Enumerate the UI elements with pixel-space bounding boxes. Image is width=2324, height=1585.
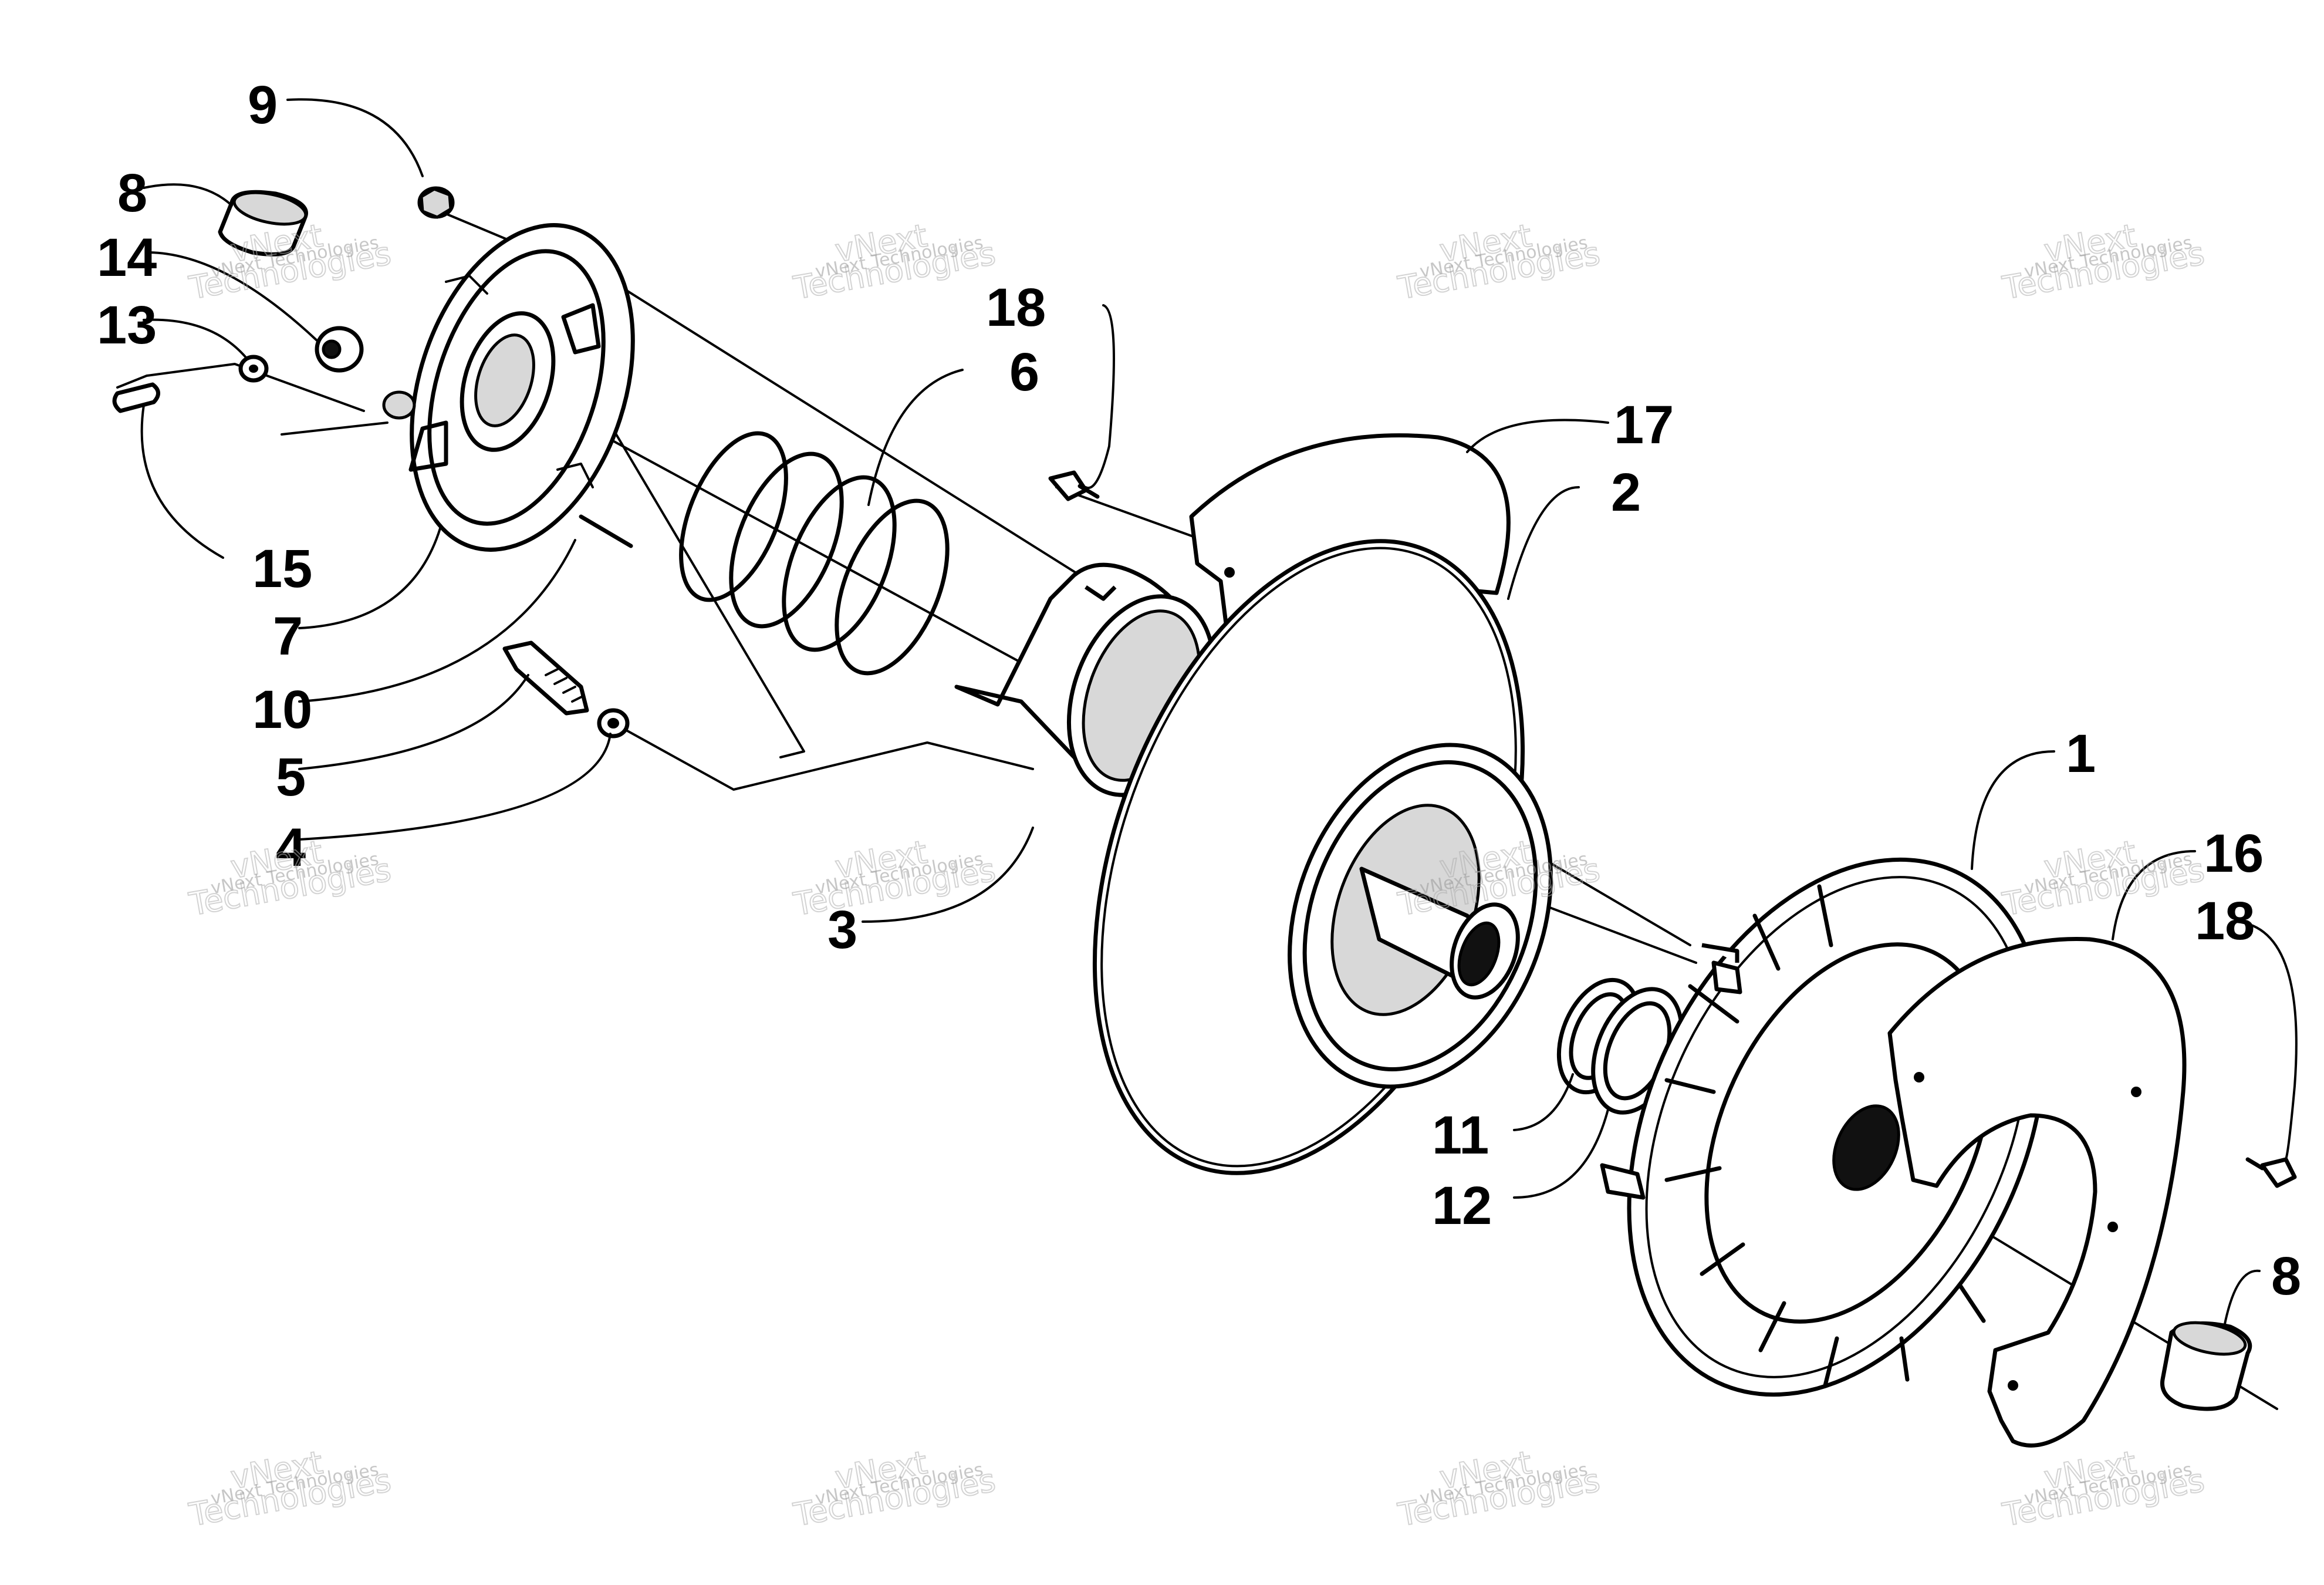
- part-18-screw-top: [1048, 470, 1100, 501]
- callout-10: 10: [252, 680, 312, 740]
- callout-8-bottom: 8: [2271, 1246, 2301, 1306]
- callout-8-top: 8: [117, 163, 147, 223]
- callout-17: 17: [1614, 395, 1674, 455]
- part-8-bushing-top: [218, 190, 308, 257]
- watermark: Technologies vNext vNext Technologies: [185, 1444, 394, 1535]
- callout-15: 15: [252, 539, 312, 599]
- callout-13: 13: [97, 295, 157, 355]
- part-2-movable-sheave: [1093, 539, 1553, 1175]
- watermark: Technologies vNext vNext Technologies: [790, 833, 999, 924]
- watermark: Technologies vNext vNext Technologies: [1999, 1444, 2208, 1535]
- callout-3: 3: [827, 900, 857, 960]
- callout-12: 12: [1432, 1176, 1492, 1236]
- callout-16: 16: [2204, 824, 2264, 883]
- part-10-roll-pin: [579, 514, 633, 548]
- callout-11: 11: [1432, 1105, 1489, 1165]
- watermark: Technologies vNext vNext Technologies: [1394, 1444, 1603, 1535]
- callout-18-top: 18: [986, 278, 1046, 338]
- part-18-screw-right: [2245, 1157, 2297, 1188]
- callout-leaders: [140, 98, 2298, 1328]
- part-16-shield: [1887, 936, 2187, 1448]
- callout-2: 2: [1611, 463, 1641, 522]
- callout-9: 9: [248, 75, 278, 135]
- watermark: Technologies vNext vNext Technologies: [790, 1444, 999, 1535]
- watermark: Technologies vNext vNext Technologies: [1394, 217, 1603, 308]
- part-15-pin: [112, 382, 160, 413]
- part-4-nut: [597, 708, 630, 738]
- callout-6: 6: [1009, 342, 1039, 402]
- part-14-roller: [315, 326, 364, 373]
- callout-18-right: 18: [2195, 891, 2255, 951]
- part-9-nut: [417, 186, 455, 219]
- part-8-bushing-bottom: [2160, 1321, 2252, 1411]
- watermark: Technologies vNext vNext Technologies: [1999, 217, 2208, 308]
- callout-4: 4: [276, 818, 306, 878]
- callout-7: 7: [273, 606, 303, 666]
- callout-labels: 9 8 14 13 15 7 10 5 4 3 6 18 17 2 1 16 1…: [97, 75, 2301, 1306]
- callout-1: 1: [2066, 724, 2096, 784]
- part-5-bolt: [502, 640, 589, 716]
- watermark: Technologies vNext vNext Technologies: [1999, 833, 2208, 924]
- part-13-washer: [238, 355, 269, 383]
- callout-14: 14: [97, 228, 157, 288]
- part-7-cover-plate: [382, 223, 635, 552]
- callout-5: 5: [276, 747, 306, 807]
- part-6-spring: [679, 431, 950, 676]
- watermark: Technologies vNext vNext Technologies: [790, 217, 999, 308]
